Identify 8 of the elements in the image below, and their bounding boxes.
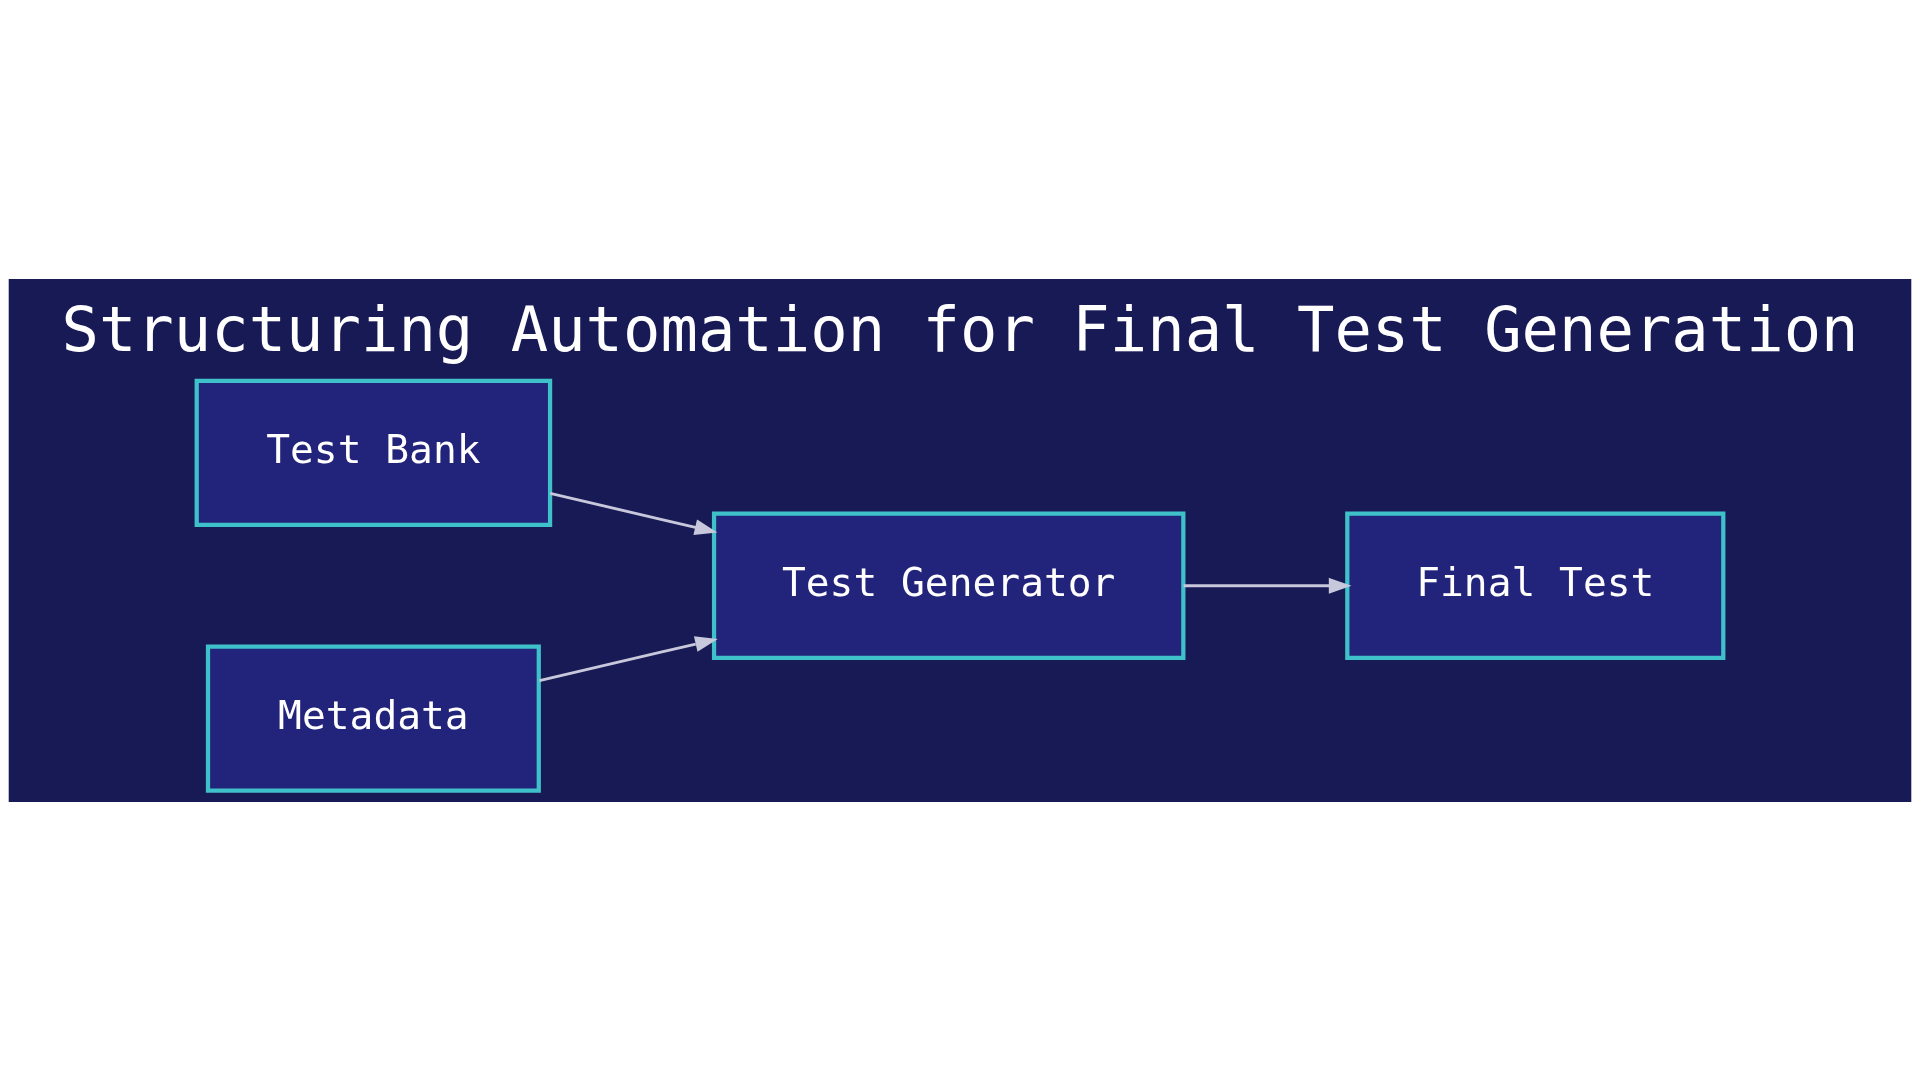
arrow bbox=[549, 491, 718, 535]
arrow bbox=[1183, 577, 1352, 594]
diagram-title: Structuring Automation for Final Test Generation bbox=[61, 292, 1859, 366]
node-box: Test Bank bbox=[194, 378, 553, 527]
node-box: Test Generator bbox=[711, 511, 1186, 660]
node-box: Final Test bbox=[1345, 511, 1726, 660]
arrow bbox=[539, 635, 718, 682]
node-box: Metadata bbox=[205, 643, 541, 793]
